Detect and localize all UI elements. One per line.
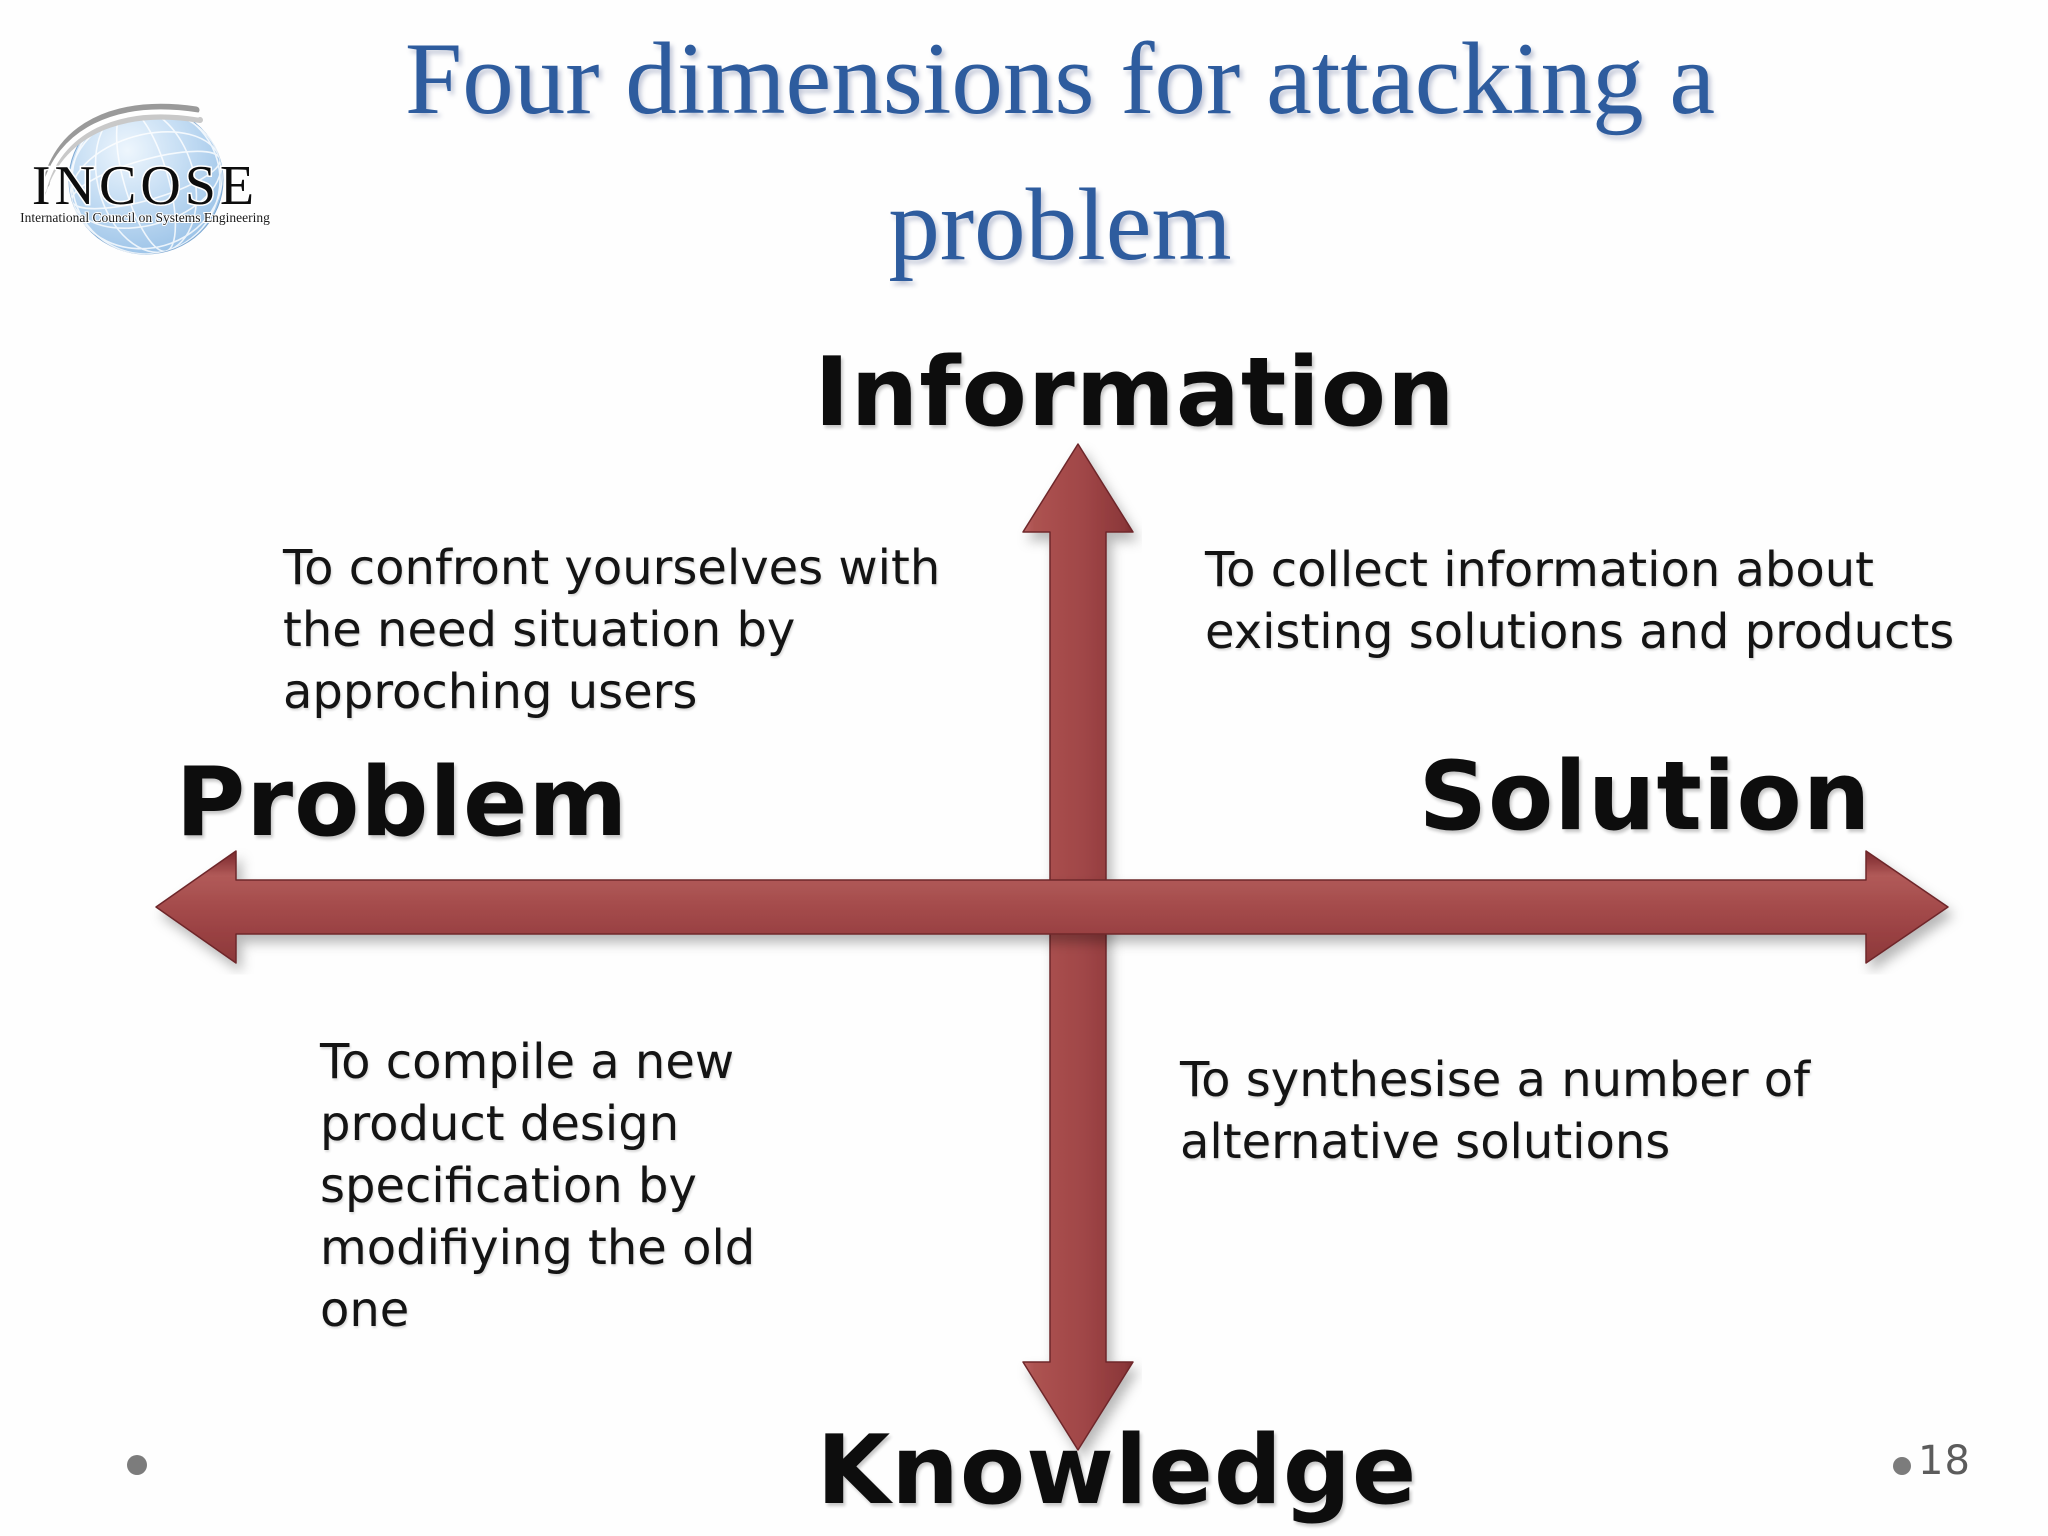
footer-right-bullet (1893, 1457, 1911, 1475)
axis-label-solution: Solution (1418, 742, 1872, 852)
axis-label-information: Information (814, 338, 1456, 448)
slide-title: Four dimensions for attacking a problem (150, 6, 1970, 299)
incose-logo: INCOSE International Council on Systems … (19, 103, 271, 255)
logo-subtitle: International Council on Systems Enginee… (20, 210, 270, 225)
slide-title-line1: Four dimensions for attacking a (404, 22, 1716, 136)
footer-left-bullet (127, 1455, 147, 1475)
vertical-axis-arrow (1022, 443, 1134, 1451)
logo-acronym: INCOSE (32, 155, 258, 217)
page-number: 18 (1918, 1438, 1971, 1484)
globe-icon (39, 103, 224, 255)
swoosh-icon (39, 103, 203, 199)
axis-label-knowledge: Knowledge (816, 1416, 1418, 1526)
horizontal-axis-arrow (155, 850, 1949, 964)
slide-title-line2: problem (888, 168, 1232, 283)
axis-label-problem: Problem (175, 748, 629, 858)
